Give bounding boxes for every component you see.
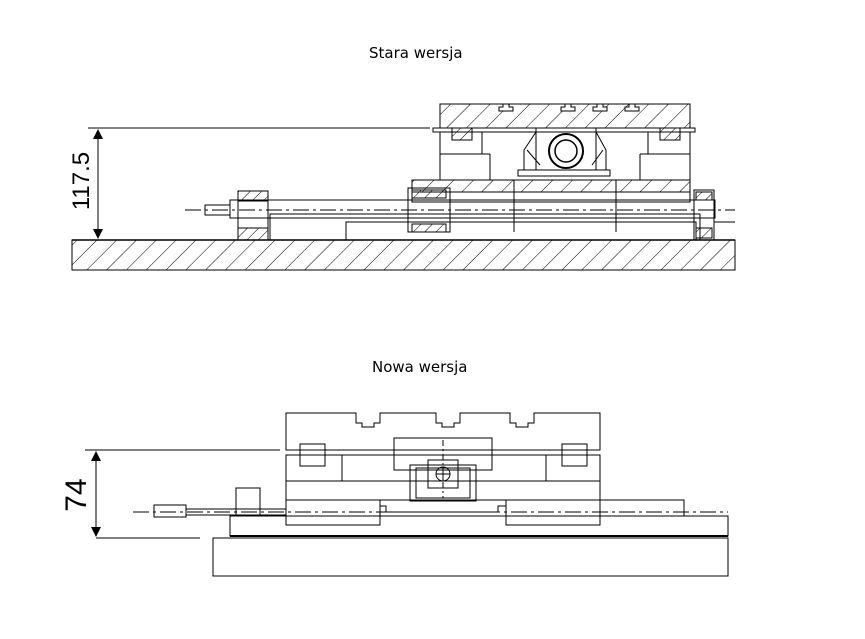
old-base-plate: [72, 240, 735, 270]
new-left-bracket: [236, 488, 260, 516]
old-lead-screw: [230, 200, 715, 218]
new-version-title: Nowa wersja: [372, 358, 468, 376]
old-version-title: Stara wersja: [369, 44, 463, 62]
new-version-drawing: [85, 413, 728, 576]
old-carriage: [440, 132, 690, 180]
old-lower-rail: [412, 180, 690, 192]
new-top-table: [286, 413, 600, 450]
old-version-drawing: [72, 104, 735, 270]
new-base-plate: [213, 538, 728, 576]
